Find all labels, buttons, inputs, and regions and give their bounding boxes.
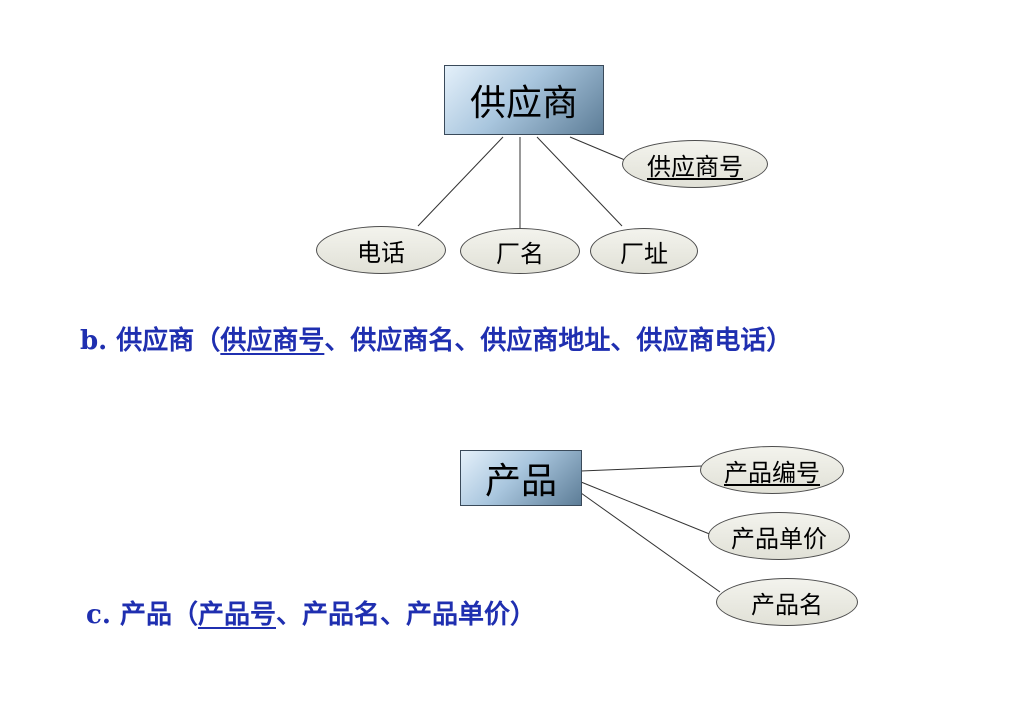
connector-supplier-phone — [417, 136, 504, 227]
connector-supplier-factory-address — [536, 136, 623, 227]
product-key-attribute: 产品编号 — [700, 446, 844, 494]
product-relation-prefix: c. — [86, 600, 111, 630]
connector-supplier-key — [569, 136, 633, 164]
product-key-attribute-label: 产品编号 — [724, 458, 820, 487]
supplier-entity: 供应商 — [444, 65, 604, 135]
product-entity: 产品 — [460, 450, 582, 506]
connector-product-key — [580, 465, 703, 472]
supplier-relation-name: 供应商 — [116, 326, 195, 356]
supplier-key-attribute-label: 供应商号 — [647, 152, 743, 181]
product-relation-key: 产品号 — [197, 600, 276, 630]
product-relation-name: 产品 — [119, 600, 172, 630]
supplier-relation-key: 供应商号 — [220, 326, 325, 356]
product-attribute-price: 产品单价 — [708, 512, 850, 560]
product-attribute-name: 产品名 — [716, 578, 858, 626]
supplier-attribute-factory-address-label: 厂址 — [620, 239, 668, 268]
product-entity-label: 产品 — [484, 461, 557, 502]
supplier-relation-schema: b. 供应商（供应商号、供应商名、供应商地址、供应商电话） — [80, 320, 792, 357]
supplier-relation-open: （ — [194, 326, 221, 356]
supplier-attribute-phone-label: 电话 — [357, 238, 405, 267]
connector-product-price — [580, 481, 713, 536]
product-relation-open: （ — [171, 600, 198, 630]
product-relation-rest: 、产品名、产品单价） — [276, 600, 537, 630]
supplier-key-attribute: 供应商号 — [622, 140, 768, 188]
product-attribute-price-label: 产品单价 — [731, 524, 827, 553]
supplier-attribute-phone: 电话 — [316, 226, 446, 274]
supplier-attribute-factory-address: 厂址 — [590, 228, 698, 274]
supplier-attribute-factory-name-label: 厂名 — [496, 239, 544, 268]
supplier-entity-label: 供应商 — [469, 83, 578, 124]
connector-product-name — [580, 492, 721, 593]
supplier-attribute-factory-name: 厂名 — [460, 228, 580, 274]
product-relation-schema: c. 产品（产品号、产品名、产品单价） — [86, 594, 536, 631]
supplier-relation-prefix: b. — [80, 326, 108, 356]
supplier-relation-rest: 、供应商名、供应商地址、供应商电话） — [324, 326, 793, 356]
product-attribute-name-label: 产品名 — [751, 590, 823, 619]
